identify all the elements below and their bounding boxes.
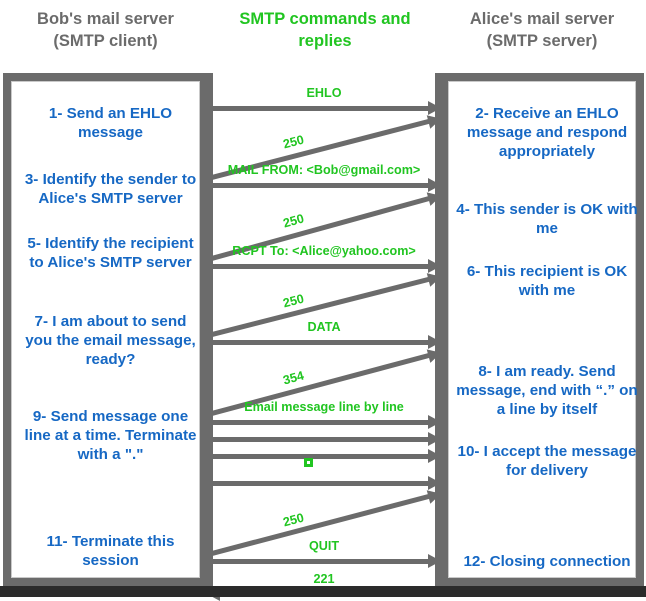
arrow-msg-body-2	[208, 432, 441, 446]
step-10: 10- I accept the message for delivery	[457, 443, 637, 480]
step-9: 9- Send message one line at a time. Term…	[24, 408, 197, 464]
label-reply-354: 354	[281, 368, 306, 388]
client-panel-inner: 1- Send an EHLO message 3- Identify the s…	[11, 81, 200, 578]
server-panel: 2- Receive an EHLO message and respond a…	[440, 73, 644, 586]
header-client-title: Bob's mail server (SMTP client)	[3, 8, 208, 53]
dot-terminator-icon	[304, 458, 313, 467]
label-msg-rcpt-to: RCPT To: <Alice@yahoo.com>	[232, 244, 416, 258]
header-server-title: Alice's mail server (SMTP server)	[440, 8, 644, 53]
header-client-line2: (SMTP client)	[53, 32, 158, 51]
header-client-line1: Bob's mail server	[37, 10, 174, 28]
header-center-line1: SMTP commands and	[239, 10, 411, 28]
step-11: 11- Terminate this session	[46, 533, 175, 570]
label-msg-body-1: Email message line by line	[244, 400, 404, 414]
step-1: 1- Send an EHLO message	[48, 105, 173, 142]
header-center-title: SMTP commands and replies	[212, 8, 438, 53]
label-msg-ehlo: EHLO	[306, 86, 342, 100]
lane-divider-right	[435, 73, 440, 586]
arrow-msg-quit	[208, 554, 441, 568]
arrow-msg-mail-from	[208, 178, 441, 192]
step-6: 6- This recipient is OK with me	[466, 263, 628, 300]
label-msg-data: DATA	[307, 320, 341, 334]
step-12: 12- Closing connection	[463, 553, 631, 570]
step-7: 7- I am about to send you the email mess…	[25, 313, 196, 369]
step-3: 3- Identify the sender to Alice's SMTP s…	[24, 171, 197, 208]
header-center-line2: replies	[298, 32, 352, 51]
step-2: 2- Receive an EHLO message and respond a…	[466, 105, 628, 161]
label-reply-250-ehlo: 250	[281, 132, 306, 152]
label-reply-221: 221	[313, 572, 335, 586]
step-4: 4- This sender is OK with me	[456, 201, 638, 238]
client-panel: 1- Send an EHLO message 3- Identify the s…	[3, 73, 208, 586]
arrow-msg-ehlo	[208, 101, 441, 115]
arrow-msg-rcpt-to	[208, 259, 441, 273]
label-msg-mail-from: MAIL FROM: <Bob@gmail.com>	[227, 163, 421, 177]
arrow-msg-body-end	[208, 476, 441, 490]
label-reply-250-rcpt: 250	[281, 291, 306, 311]
step-5: 5- Identify the recipient to Alice's SMT…	[27, 235, 194, 272]
server-panel-inner: 2- Receive an EHLO message and respond a…	[448, 81, 638, 578]
label-reply-250-mail: 250	[281, 211, 306, 231]
bottom-band	[0, 586, 646, 597]
header-server-line1: Alice's mail server	[469, 10, 615, 28]
diagram-header: Bob's mail server (SMTP client) SMTP com…	[0, 0, 646, 70]
header-server-line2: (SMTP server)	[486, 32, 598, 51]
step-8: 8- I am ready. Send message, end with “.…	[456, 363, 638, 419]
arrow-msg-data	[208, 335, 441, 349]
lane-divider-left	[208, 73, 213, 586]
arrow-msg-body-1	[208, 415, 441, 429]
arrow-msg-body-3	[208, 449, 441, 463]
label-msg-quit: QUIT	[308, 539, 340, 553]
